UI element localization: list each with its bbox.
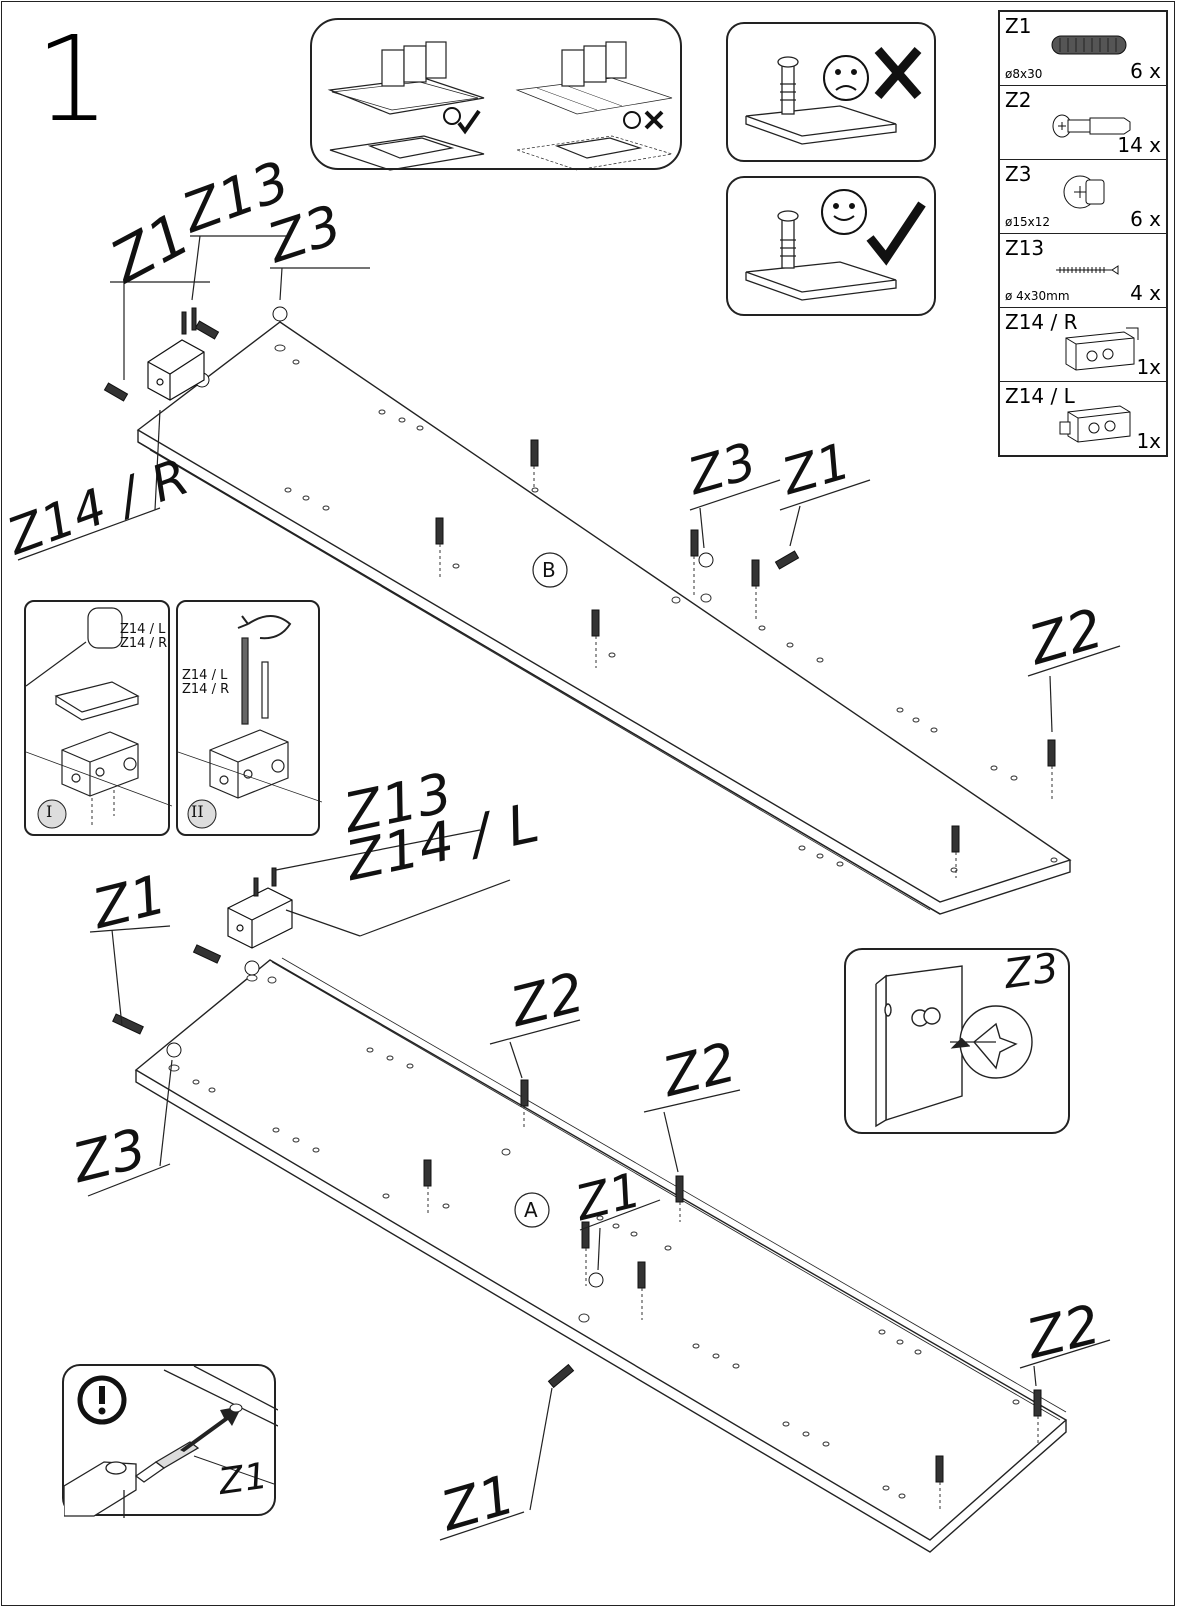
inset-step-2-badge-label: II xyxy=(191,802,204,821)
part-quantity: 14 x xyxy=(1117,133,1161,157)
correct-screw-drawing xyxy=(745,189,926,301)
inset-step-1-badge-label: I xyxy=(46,802,53,821)
part-quantity: 6 x xyxy=(1130,59,1161,83)
detail-z3-label: Z3 xyxy=(1001,944,1063,998)
part-code: Z1 xyxy=(1005,14,1032,38)
wrong-screw-drawing xyxy=(745,47,922,145)
panel-a-label: A xyxy=(524,1198,538,1222)
panel-b-label: B xyxy=(542,558,556,582)
part-quantity: 6 x xyxy=(1130,207,1161,231)
parts-legend: Z1 ø8x30 6 x Z2 14 x Z3 ø15x12 6 x Z13 ø… xyxy=(998,10,1168,457)
legend-row-z1: Z1 ø8x30 6 x xyxy=(1000,12,1166,86)
floor-protection-box xyxy=(310,18,682,171)
step-2-badge xyxy=(187,799,217,829)
inset-step-2-label-b: Z14 / R xyxy=(182,682,230,697)
legend-row-z3: Z3 ø15x12 6 x xyxy=(1000,160,1166,234)
inset-step-1-label-a: Z14 / L xyxy=(120,622,166,637)
warning-z1-label: Z1 xyxy=(216,1455,272,1503)
cam-bolt-icon xyxy=(1052,114,1131,138)
part-code: Z3 xyxy=(1005,162,1032,186)
part-code: Z2 xyxy=(1005,88,1032,112)
legend-row-z14r: Z14 / R 1x xyxy=(1000,308,1166,382)
part-dimension: ø15x12 xyxy=(1005,215,1050,229)
dowel-insertion-drawing xyxy=(64,1366,278,1518)
hammer-bracket-drawing xyxy=(26,607,172,829)
inset-step-2 xyxy=(176,600,322,836)
legend-row-z2: Z2 14 x xyxy=(1000,86,1166,160)
screwdriver-bracket-drawing xyxy=(178,615,322,829)
part-dimension: ø8x30 xyxy=(1005,67,1043,81)
part-quantity: 4 x xyxy=(1130,281,1161,305)
step-1-badge xyxy=(37,799,67,829)
cam-lock-icon xyxy=(1063,175,1105,209)
z3-detail-box xyxy=(844,948,1070,1134)
screw-icon xyxy=(1056,265,1119,275)
step-number: 1 xyxy=(35,10,111,148)
correct-screw-box xyxy=(726,176,936,316)
inset-step-2-label-a: Z14 / L xyxy=(182,668,228,683)
legend-row-z13: Z13 ø 4x30mm 4 x xyxy=(1000,234,1166,308)
inset-step-1-label-b: Z14 / R xyxy=(120,636,168,651)
part-quantity: 1x xyxy=(1136,355,1161,379)
z1-warning-box xyxy=(62,1364,278,1518)
wrong-screw-box xyxy=(726,22,936,162)
part-code: Z13 xyxy=(1005,236,1045,260)
floor-protection-drawing xyxy=(327,41,673,171)
cam-insertion-drawing xyxy=(875,965,1033,1128)
part-quantity: 1x xyxy=(1136,429,1161,453)
inset-step-1 xyxy=(24,600,172,836)
part-dimension: ø 4x30mm xyxy=(1005,289,1070,303)
legend-row-z14l: Z14 / L 1x xyxy=(1000,382,1166,455)
dowel-icon xyxy=(1051,35,1127,55)
